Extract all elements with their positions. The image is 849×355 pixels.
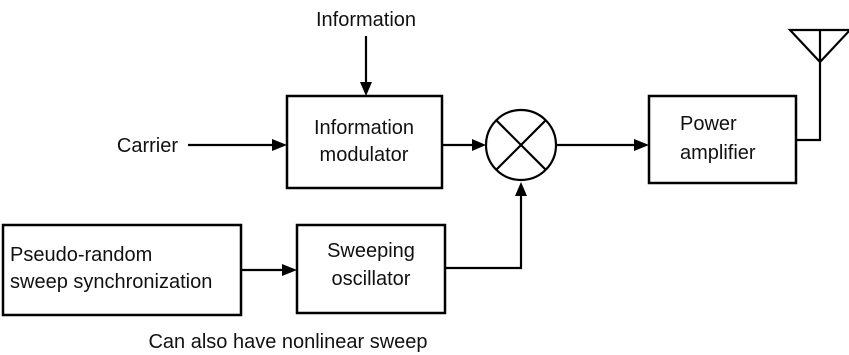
modulator-to-mixer-arrowhead (472, 139, 486, 151)
power-amplifier-box (647, 94, 798, 185)
nonlinear-sweep-note: Can also have nonlinear sweep (148, 331, 427, 353)
sync-to-oscillator-arrowhead (282, 264, 297, 276)
oscillator-to-mixer-arrowhead (515, 182, 527, 196)
information-modulator-box (285, 94, 444, 190)
information-modulator-label-line2: modulator (320, 144, 409, 166)
power-amplifier-label-line2: amplifier (680, 142, 756, 164)
sweeping-oscillator-label-line1: Sweeping (327, 240, 415, 262)
information-input-label: Information (316, 9, 416, 31)
information-modulator-label-line1: Information (314, 117, 414, 139)
oscillator-to-mixer-line (445, 194, 523, 270)
carrier-arrowhead (272, 139, 287, 151)
information-arrowhead (360, 82, 372, 96)
amplifier-to-antenna-line (796, 62, 822, 142)
power-amplifier-label-line1: Power (680, 113, 737, 135)
pseudo-random-label-line1: Pseudo-random (10, 244, 152, 266)
pseudo-random-label-line2: sweep synchronization (10, 271, 212, 293)
mixer-to-amplifier-arrowhead (634, 139, 649, 151)
sweeping-oscillator-label-line2: oscillator (332, 268, 411, 290)
pseudo-random-sync-box (1, 223, 243, 317)
carrier-input-label: Carrier (117, 135, 178, 157)
mixer-cross-b (495, 119, 547, 171)
